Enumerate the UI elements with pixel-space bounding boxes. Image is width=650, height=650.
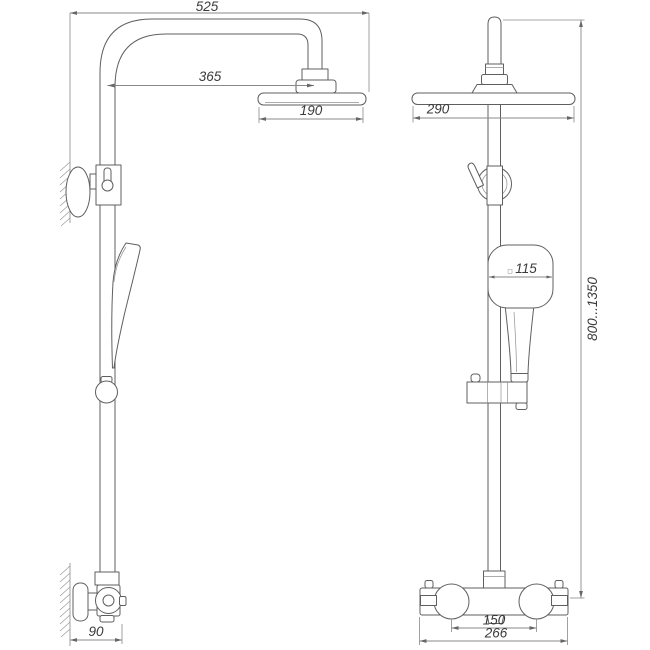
mixer-riser-nut xyxy=(483,570,506,589)
dimension-hand-shower-size-label: 115 xyxy=(515,261,537,276)
dimension-arm-reach-label: 365 xyxy=(199,69,222,84)
slider-bracket-side xyxy=(467,162,512,206)
holder-body-side xyxy=(466,381,528,404)
dimension-head-depth: 290 xyxy=(412,102,575,123)
arrowhead xyxy=(70,11,77,15)
arm-connector-flange xyxy=(295,79,337,94)
hand-shower-front xyxy=(111,242,141,369)
dimensions: 525 365 190 290 xyxy=(70,0,600,645)
holder-front xyxy=(95,376,118,404)
arrowhead xyxy=(451,626,459,630)
hand-shower-head xyxy=(487,244,554,309)
handle-highlight xyxy=(513,311,517,373)
slider-knob xyxy=(101,179,114,192)
wall-plate-top xyxy=(65,166,91,218)
riser-inner-contour xyxy=(114,33,309,573)
dimension-hand-shower-size: □ 115 xyxy=(489,261,552,279)
dimension-head-diameter: 190 xyxy=(258,103,364,123)
mixer-left-screw xyxy=(424,580,434,589)
dimension-mixer-width: 266 xyxy=(419,617,568,645)
hand-shower-wand-face-line xyxy=(113,246,127,283)
arrowhead xyxy=(579,20,583,27)
mixer-left-handle xyxy=(433,583,470,620)
arrowhead xyxy=(307,83,314,88)
arrowhead xyxy=(115,638,122,642)
arrowhead xyxy=(356,117,363,121)
dimension-wall-offset: 90 xyxy=(70,624,123,644)
hand-shower-side xyxy=(487,244,554,383)
arrowhead xyxy=(567,116,574,120)
shower-arm-and-riser-front xyxy=(99,18,323,573)
hand-shower-wand xyxy=(111,242,141,369)
upper-wall-bracket-front xyxy=(65,164,122,218)
arrowhead xyxy=(259,117,266,121)
mixer-right-inlet xyxy=(551,595,568,606)
valve-handle xyxy=(95,587,122,614)
holder-nub-side xyxy=(515,402,528,410)
arrowhead xyxy=(529,626,537,630)
arm-connector-nut xyxy=(301,68,329,81)
dimension-arm-reach: 365 xyxy=(107,69,314,88)
arrowhead xyxy=(546,275,552,279)
hand-shower-handle xyxy=(504,299,535,383)
rain-head-side xyxy=(411,92,576,105)
square-section-symbol: □ xyxy=(508,269,513,276)
valve-handle-hub xyxy=(102,594,115,607)
slider-housing xyxy=(486,165,503,206)
mixer-outlet xyxy=(486,614,505,624)
mixer-right-handle xyxy=(518,583,555,620)
dimension-overall-width-label: 525 xyxy=(196,0,219,14)
mixer-right-screw xyxy=(554,580,564,589)
holder-side xyxy=(466,373,528,410)
front-view xyxy=(59,13,367,646)
valve-wall-plate xyxy=(72,582,89,622)
arrowhead xyxy=(362,11,369,15)
arrowhead xyxy=(70,638,77,642)
arrowhead xyxy=(413,116,420,120)
dimension-head-diameter-label: 190 xyxy=(300,103,323,118)
rain-head-side-group xyxy=(411,16,576,105)
dimension-height-range: 800...1350 xyxy=(503,19,600,599)
arrowhead xyxy=(419,639,427,643)
dimension-inlet-spacing-label: 150 xyxy=(483,613,506,628)
holder-knob xyxy=(95,380,118,404)
valve-bottom-cap xyxy=(99,615,115,623)
riser-outer-contour xyxy=(99,18,323,573)
rain-head-front xyxy=(257,92,367,106)
arrowhead xyxy=(107,83,115,88)
wall-surface-bottom xyxy=(59,563,71,646)
mixer-valve-front xyxy=(72,571,127,623)
slider-lever xyxy=(467,162,484,189)
valve-front-tab xyxy=(119,596,127,606)
dimension-inlet-spacing: 150 xyxy=(451,613,537,632)
arrowhead xyxy=(560,639,568,643)
top-pipe-nub xyxy=(487,16,502,65)
holder-knob-side xyxy=(470,373,481,383)
dimension-overall-width: 525 xyxy=(70,0,370,92)
head-mount-step xyxy=(481,74,508,85)
mixer-left-inlet xyxy=(420,595,437,606)
dimension-height-range-label: 800...1350 xyxy=(585,277,600,341)
wall-hatch-bottom xyxy=(59,565,71,638)
dimension-wall-offset-label: 90 xyxy=(88,624,104,639)
arrowhead xyxy=(579,591,583,598)
rain-head-front-group xyxy=(257,68,367,106)
side-view xyxy=(411,16,576,624)
valve-top-nut xyxy=(94,571,120,586)
head-mount-base xyxy=(471,84,518,94)
dimension-mixer-width-label: 266 xyxy=(484,626,508,641)
dimension-head-depth-label: 290 xyxy=(426,102,450,117)
arrowhead xyxy=(489,275,495,279)
